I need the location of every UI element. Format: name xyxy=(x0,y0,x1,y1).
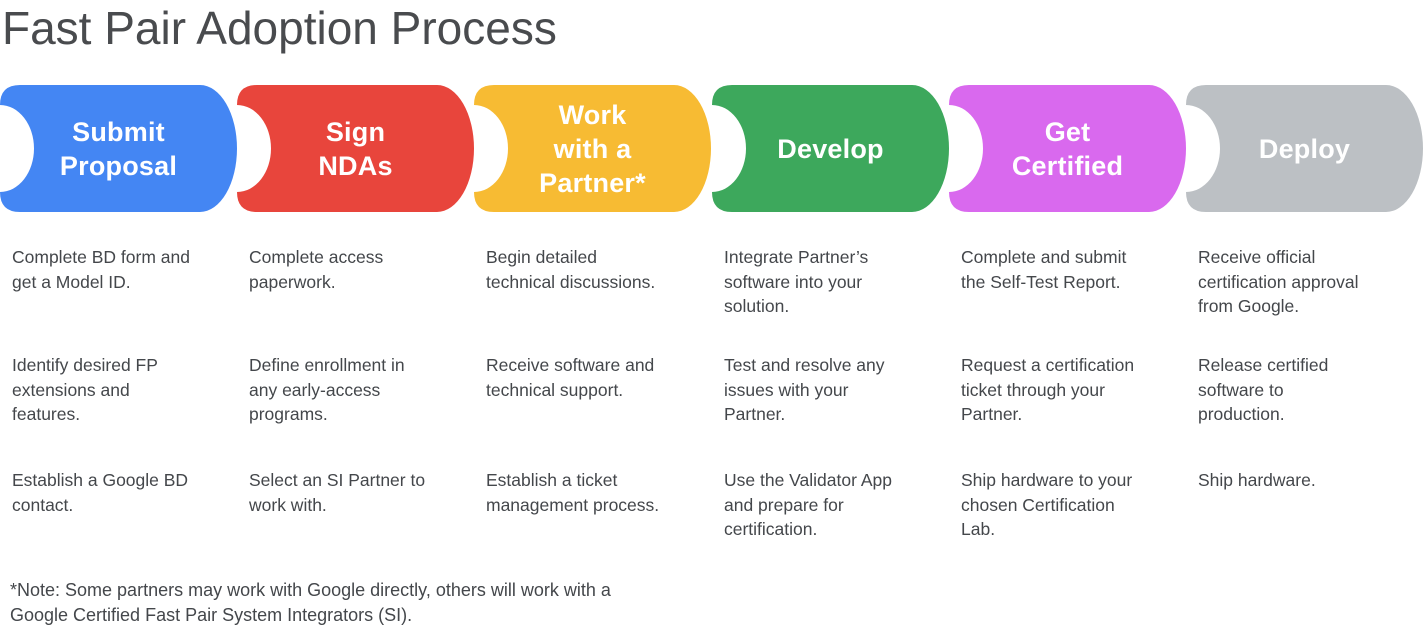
step-shape-get-certified xyxy=(949,85,1186,212)
step-chevron-path xyxy=(0,85,237,212)
step-item: Establish a Google BD contact. xyxy=(12,470,189,515)
step-item: Complete access paperwork. xyxy=(249,247,384,292)
step-chevron-path xyxy=(237,85,474,212)
step-title: Deploy xyxy=(1258,133,1351,164)
step-item: Complete BD form and get a Model ID. xyxy=(12,247,190,292)
step-chevron-path xyxy=(474,85,711,212)
step-item: Receive official certification approval … xyxy=(1198,247,1359,316)
step-item: Use the Validator App and prepare for ce… xyxy=(724,470,892,539)
step-item: Ship hardware. xyxy=(1198,470,1316,490)
step-column-submit-proposal: Submit Proposal Complete BD form and get… xyxy=(0,85,237,632)
step-item: Begin detailed technical discussions. xyxy=(486,247,656,292)
step-item: Define enrollment in any early-access pr… xyxy=(249,355,405,424)
step-shape-deploy xyxy=(1186,85,1423,212)
step-item: Select an SI Partner to work with. xyxy=(249,470,426,515)
step-item: Request a certification ticket through y… xyxy=(961,355,1135,424)
step-item: Identify desired FP extensions and featu… xyxy=(12,355,158,424)
step-item: Release certified software to production… xyxy=(1198,355,1329,424)
step-shape-sign-ndas xyxy=(237,85,474,212)
step-item: Test and resolve any issues with your Pa… xyxy=(724,355,885,424)
page-title: Fast Pair Adoption Process xyxy=(2,2,557,54)
step-shape-submit-proposal xyxy=(0,85,237,212)
step-column-get-certified: Get Certified Complete and submit the Se… xyxy=(949,85,1186,632)
step-title: Work with a Partner* xyxy=(539,99,646,198)
step-shape-develop xyxy=(712,85,949,212)
step-item: Integrate Partner’s software into your s… xyxy=(724,247,869,316)
step-title: Sign NDAs xyxy=(318,116,393,181)
step-item: Complete and submit the Self-Test Report… xyxy=(961,247,1127,292)
step-title: Submit Proposal xyxy=(59,116,178,181)
step-item: Ship hardware to your chosen Certificati… xyxy=(961,470,1133,539)
step-column-sign-ndas: Sign NDAs Complete access paperwork. Def… xyxy=(237,85,474,632)
step-column-work-with-partner: Work with a Partner* Begin detailed tech… xyxy=(474,85,711,632)
step-column-develop: Develop Integrate Partner’s software int… xyxy=(712,85,949,632)
step-title: Develop xyxy=(777,133,884,164)
step-chevron-path xyxy=(712,85,949,212)
step-item: Establish a ticket management process. xyxy=(486,470,660,515)
step-item: Receive software and technical support. xyxy=(486,355,655,400)
step-column-deploy: Deploy Receive official certification ap… xyxy=(1186,85,1423,632)
step-chevron-path xyxy=(1186,85,1423,212)
step-chevron-path xyxy=(949,85,1186,212)
step-title: Get Certified xyxy=(1011,116,1124,181)
step-shape-work-with-partner xyxy=(474,85,711,212)
footnote: *Note: Some partners may work with Googl… xyxy=(10,580,611,625)
